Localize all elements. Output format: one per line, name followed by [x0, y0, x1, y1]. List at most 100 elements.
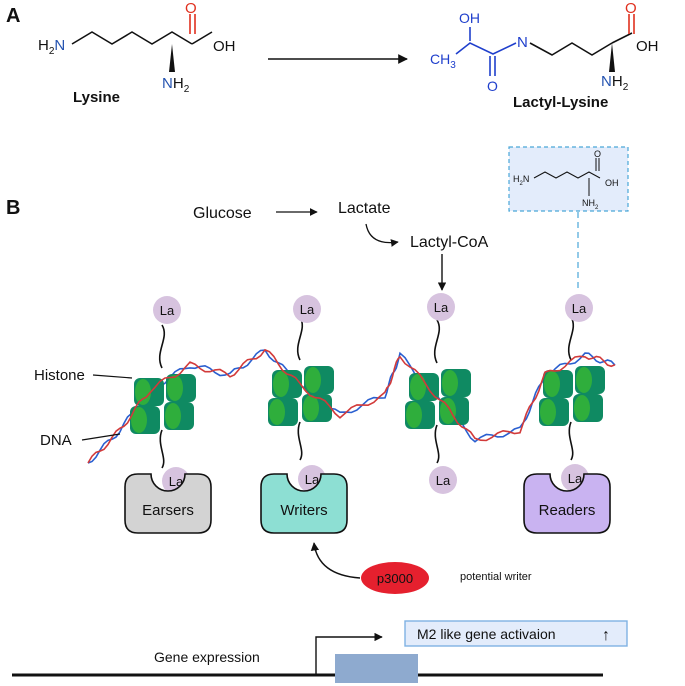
la-label: La [434, 300, 449, 315]
lysine-bottom-sub: 2 [184, 84, 190, 95]
histone-face [576, 367, 592, 393]
histone-face [540, 399, 556, 425]
histone-face [269, 399, 285, 425]
erasers-label: Earsers [142, 502, 194, 519]
glucose-label: Glucose [193, 205, 252, 222]
la-label: La [160, 303, 175, 318]
histone-face [442, 370, 458, 396]
lactyl-ch3: CH [430, 51, 450, 67]
histone-face [167, 375, 183, 401]
lactyl-lysine-label: Lactyl-Lysine [513, 94, 608, 111]
histone-face [305, 367, 321, 393]
histone-pointer [92, 374, 133, 379]
lactate-to-lactylcoa-arrow [365, 223, 399, 247]
readers-protein [523, 473, 611, 534]
lactyl-lysine-carbonyl-o: O [625, 0, 637, 17]
la-circle [565, 294, 593, 322]
m2-box [404, 620, 628, 647]
histone-tail [433, 319, 441, 364]
writers-protein [260, 473, 348, 534]
lysine-label: Lysine [73, 89, 120, 106]
histone-face [440, 398, 456, 424]
lysine-amine-h: H [38, 37, 49, 54]
svg-text:CH3: CH3 [430, 51, 456, 71]
potential-writer-label: potential writer [460, 571, 532, 583]
lactyl-bottom-sub: 2 [623, 82, 629, 93]
histone-tail [159, 429, 165, 469]
la-label: La [568, 471, 583, 486]
panel-b-letter: B [6, 197, 20, 219]
histone-face [273, 371, 289, 397]
svg-text:NH2: NH2 [601, 73, 629, 93]
proteins: Earsers Writers Readers [124, 473, 611, 534]
erasers-protein [124, 473, 212, 534]
inset-o: O [594, 149, 601, 159]
lactyl-bottom-h: H [612, 73, 623, 90]
lactyl-oh: OH [459, 10, 480, 26]
inset-nh: NH [582, 198, 595, 208]
lysine-carbonyl-o: O [185, 0, 197, 17]
writers-label: Writers [280, 502, 327, 519]
m2-label: M2 like gene activaion [417, 626, 556, 642]
histone-tail [297, 421, 303, 461]
lactyl-bottom-n: N [601, 73, 612, 90]
histone-tail [568, 421, 574, 461]
p300-ellipse [361, 562, 429, 594]
p300-arrow [310, 542, 361, 579]
gene-expression-label: Gene expression [154, 649, 260, 665]
panel-a-letter: A [6, 5, 20, 27]
histone-label: Histone [34, 367, 85, 384]
lysine-hydroxyl: OH [213, 38, 236, 55]
svg-text:NH2: NH2 [582, 198, 599, 211]
inset-oh: OH [605, 178, 619, 188]
inset-n: N [523, 174, 530, 184]
histone-tail [434, 424, 440, 464]
inset-h: H [513, 174, 520, 184]
lactyl-carbonyl-o: O [487, 78, 498, 94]
histone-face [165, 403, 181, 429]
lysine-bottom-h: H [173, 75, 184, 92]
lysine-structure: H2N O OH NH2 Lysine [38, 0, 236, 106]
svg-text:H2N: H2N [38, 37, 65, 57]
svg-text:NH2: NH2 [162, 75, 190, 95]
inset-box [508, 146, 629, 212]
lysine-amine-n: N [54, 37, 65, 54]
dna-pointer [81, 433, 121, 441]
la-label: La [300, 302, 315, 317]
lactyl-ch3-sub: 3 [450, 60, 456, 71]
histone-face [303, 395, 319, 421]
lactyl-n: N [517, 34, 528, 51]
histone-tail [158, 324, 166, 369]
lactyl-lysine-hydroxyl: OH [636, 38, 659, 55]
histone-face [574, 395, 590, 421]
inset-h-sub: 2 [520, 181, 524, 187]
la-circle [153, 296, 181, 324]
histone-tail [567, 316, 575, 361]
gene-box [335, 654, 418, 683]
lactyl-lysine-structure: OH CH3 O N O OH NH2 Lactyl-Lysine [430, 0, 659, 111]
histone-tail [296, 316, 304, 361]
histone-face [544, 371, 560, 397]
dna-strand [87, 348, 616, 464]
inset-nh-sub: 2 [595, 205, 599, 211]
lysine-inset: H2N O OH NH2 [508, 146, 629, 212]
dna-label: DNA [40, 432, 72, 449]
up-arrow-icon: ↑ [602, 627, 610, 644]
lysine-chain [71, 31, 193, 45]
la-label: La [572, 301, 587, 316]
lactyl-coa-label: Lactyl-CoA [410, 234, 489, 251]
la-circle [427, 293, 455, 321]
histone-face [410, 374, 426, 400]
histone-face [131, 407, 147, 433]
histone-face [135, 379, 151, 405]
la-label: La [305, 472, 320, 487]
transcription-start-arrow [315, 632, 383, 675]
histone-face [406, 402, 422, 428]
la-circle [429, 466, 457, 494]
la-label: La [436, 473, 451, 488]
readers-label: Readers [539, 502, 596, 519]
p300-label: p3000 [377, 571, 413, 586]
la-circle [293, 295, 321, 323]
